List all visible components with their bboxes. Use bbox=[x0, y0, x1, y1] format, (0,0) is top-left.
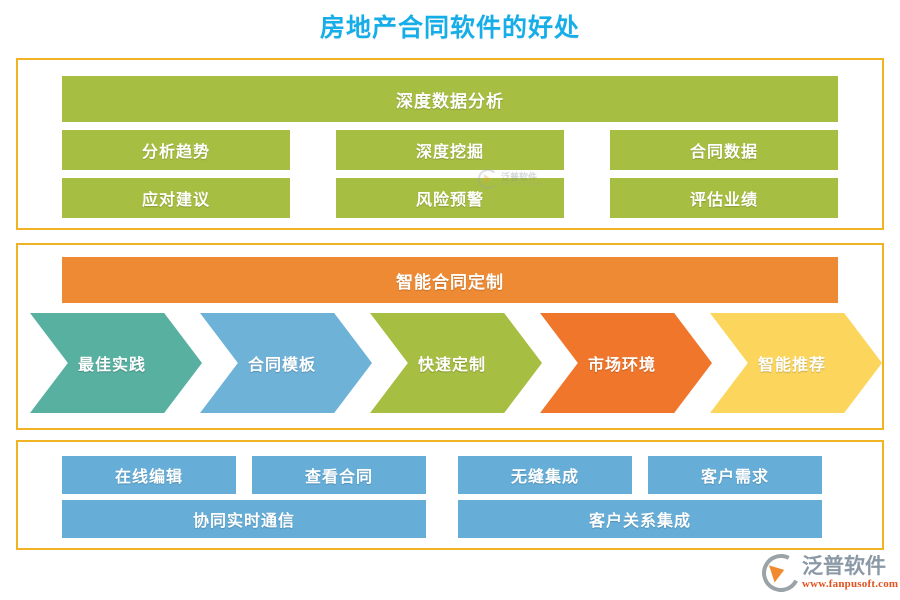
brand-swoosh-icon bbox=[757, 549, 805, 597]
panel-collaboration-integration: 在线编辑 查看合同 无缝集成 客户需求 协同实时通信 客户关系集成 bbox=[16, 440, 884, 550]
section-header-deep-data-analysis: 深度数据分析 bbox=[62, 76, 838, 122]
item-response-advice[interactable]: 应对建议 bbox=[62, 178, 290, 218]
brand-text: 泛普软件 www.fanpusoft.com bbox=[802, 556, 898, 590]
chevron-step-label: 最佳实践 bbox=[77, 357, 146, 374]
item-deep-mining[interactable]: 深度挖掘 bbox=[336, 130, 564, 170]
chevron-step-label: 市场环境 bbox=[587, 357, 656, 374]
brand-name: 泛普软件 bbox=[802, 555, 886, 578]
item-customer-needs[interactable]: 客户需求 bbox=[648, 456, 822, 494]
brand-logo: 泛普软件 www.fanpusoft.com bbox=[757, 549, 898, 597]
item-view-contract[interactable]: 查看合同 bbox=[252, 456, 426, 494]
item-performance-eval[interactable]: 评估业绩 bbox=[610, 178, 838, 218]
item-online-editing[interactable]: 在线编辑 bbox=[62, 456, 236, 494]
item-risk-warning[interactable]: 风险预警 bbox=[336, 178, 564, 218]
item-realtime-collaboration[interactable]: 协同实时通信 bbox=[62, 500, 426, 538]
chevron-step-label: 智能推荐 bbox=[757, 357, 826, 374]
chevron-step-smart-recommendation[interactable]: 智能推荐 bbox=[710, 313, 882, 413]
item-analyze-trends[interactable]: 分析趋势 bbox=[62, 130, 290, 170]
item-crm-integration[interactable]: 客户关系集成 bbox=[458, 500, 822, 538]
panel-smart-contract-customization: 智能合同定制 最佳实践 合同模板 快速定制 市场环境 智能推荐 bbox=[16, 243, 884, 430]
chevron-step-label: 合同模板 bbox=[247, 357, 316, 374]
chevron-step-best-practice[interactable]: 最佳实践 bbox=[30, 313, 202, 413]
chevron-step-label: 快速定制 bbox=[417, 357, 486, 374]
panel-deep-data-analysis: 深度数据分析 分析趋势 深度挖掘 合同数据 应对建议 风险预警 评估业绩 bbox=[16, 58, 884, 230]
chevron-step-market-environment[interactable]: 市场环境 bbox=[540, 313, 712, 413]
page-title: 房地产合同软件的好处 bbox=[319, 14, 580, 42]
process-chevron-row: 最佳实践 合同模板 快速定制 市场环境 智能推荐 bbox=[30, 313, 882, 413]
chevron-step-contract-template[interactable]: 合同模板 bbox=[200, 313, 372, 413]
item-seamless-integration[interactable]: 无缝集成 bbox=[458, 456, 632, 494]
chevron-step-fast-customization[interactable]: 快速定制 bbox=[370, 313, 542, 413]
item-contract-data[interactable]: 合同数据 bbox=[610, 130, 838, 170]
brand-url: www.fanpusoft.com bbox=[802, 578, 899, 590]
section-header-smart-contract-customization: 智能合同定制 bbox=[62, 257, 838, 303]
